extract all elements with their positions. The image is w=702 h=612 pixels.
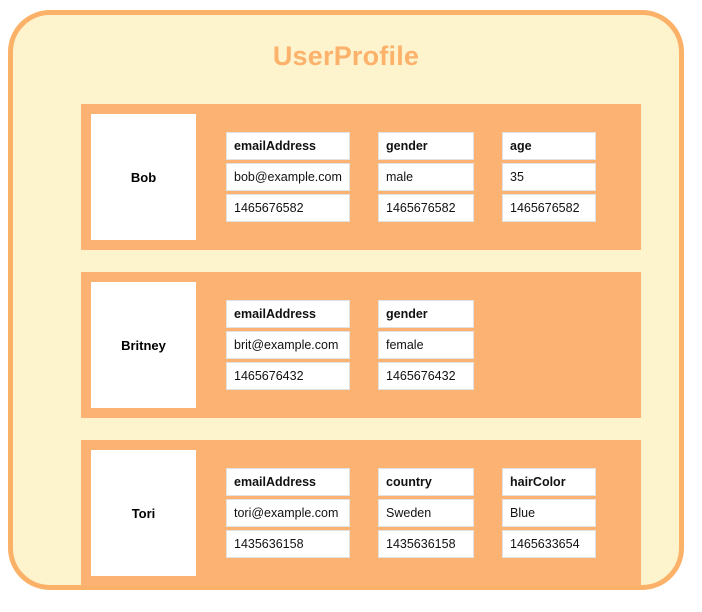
field-timestamp-cell: 1465633654 <box>502 530 596 558</box>
field-timestamp-cell: 1435636158 <box>226 530 350 558</box>
field-key-cell: gender <box>378 132 474 160</box>
field-group: age 35 1465676582 <box>502 132 596 222</box>
field-group: emailAddress tori@example.com 1435636158 <box>226 468 350 558</box>
field-group: gender female 1465676432 <box>378 300 474 390</box>
user-row-list: Bob emailAddress bob@example.com 1465676582… <box>81 104 641 586</box>
field-key-cell: hairColor <box>502 468 596 496</box>
field-timestamp-cell: 1465676582 <box>502 194 596 222</box>
user-name-box: Tori <box>91 450 196 576</box>
field-value-cell: Sweden <box>378 499 474 527</box>
field-timestamp-cell: 1465676432 <box>378 362 474 390</box>
user-row[interactable]: Tori emailAddress tori@example.com 14356361… <box>81 440 641 586</box>
field-key-cell: age <box>502 132 596 160</box>
field-timestamp-cell: 1465676432 <box>226 362 350 390</box>
field-group: gender male 1465676582 <box>378 132 474 222</box>
field-group: emailAddress brit@example.com 1465676432 <box>226 300 350 390</box>
field-value-cell: Blue <box>502 499 596 527</box>
field-value-cell: bob@example.com <box>226 163 350 191</box>
user-row[interactable]: Bob emailAddress bob@example.com 1465676582… <box>81 104 641 250</box>
field-timestamp-cell: 1435636158 <box>378 530 474 558</box>
field-value-cell: male <box>378 163 474 191</box>
field-key-cell: gender <box>378 300 474 328</box>
user-name-box: Britney <box>91 282 196 408</box>
page-title: UserProfile <box>272 41 420 71</box>
field-value-cell: tori@example.com <box>226 499 350 527</box>
field-key-cell: emailAddress <box>226 300 350 328</box>
field-key-cell: country <box>378 468 474 496</box>
field-timestamp-cell: 1465676582 <box>378 194 474 222</box>
field-value-cell: female <box>378 331 474 359</box>
field-timestamp-cell: 1465676582 <box>226 194 350 222</box>
field-key-cell: emailAddress <box>226 468 350 496</box>
user-row[interactable]: Britney emailAddress brit@example.com 14656… <box>81 272 641 418</box>
field-key-cell: emailAddress <box>226 132 350 160</box>
field-value-cell: 35 <box>502 163 596 191</box>
entity-card-userprofile: UserProfile Bob emailAddress bob@example.c… <box>8 10 684 590</box>
user-name-box: Bob <box>91 114 196 240</box>
field-value-cell: brit@example.com <box>226 331 350 359</box>
field-group: emailAddress bob@example.com 1465676582 <box>226 132 350 222</box>
